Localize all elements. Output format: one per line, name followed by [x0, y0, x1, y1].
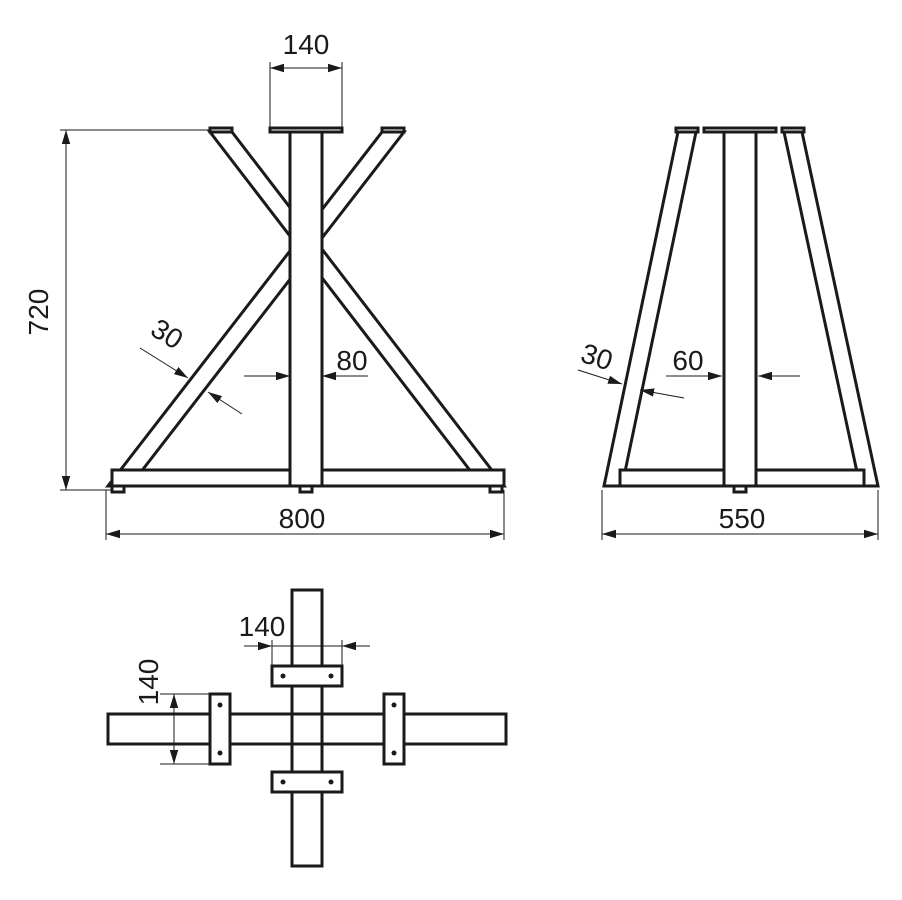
- plan-bracket-top: [270, 664, 344, 688]
- front-view: 140 720 30 80 800: [23, 29, 508, 540]
- plan-bracket-right-hole-bottom: [391, 750, 397, 756]
- plan-bracket-left-hole-top: [217, 702, 223, 708]
- side-foot-center: [732, 484, 748, 494]
- plan-bracket-right-hole-top: [391, 702, 397, 708]
- front-foot-left: [110, 484, 126, 494]
- dim-front-base-length: 800: [279, 503, 326, 534]
- plan-view: 140 140: [106, 588, 508, 868]
- front-top-plate: [268, 126, 344, 134]
- dim-side-diagonal: 30: [577, 337, 616, 376]
- side-right-leg: [782, 130, 880, 488]
- plan-horizontal-bar: [106, 712, 508, 746]
- front-left-top-cap: [208, 126, 234, 134]
- plan-bracket-left-hole-bottom: [217, 750, 223, 756]
- plan-bracket-right: [382, 692, 406, 766]
- plan-bracket-bottom-hole-right: [328, 779, 334, 785]
- side-right-top-cap: [780, 126, 806, 134]
- plan-bracket-top-hole-left: [280, 673, 286, 679]
- side-top-plate: [702, 126, 778, 134]
- side-left-leg: [602, 130, 698, 488]
- dim-top-plate-width: 140: [283, 29, 330, 60]
- plan-bracket-bottom: [270, 770, 344, 794]
- plan-bracket-left: [208, 692, 232, 766]
- dim-height: 720: [23, 289, 54, 336]
- side-view: 30 60 550: [577, 126, 880, 540]
- front-right-top-cap: [380, 126, 406, 134]
- dim-plan-bracket-height: 140: [133, 659, 164, 706]
- dim-side-base-length: 550: [719, 503, 766, 534]
- plan-bracket-top-hole-right: [328, 673, 334, 679]
- front-foot-right: [488, 484, 504, 494]
- dim-side-post-width: 60: [672, 345, 703, 376]
- dim-front-diagonal: 30: [146, 313, 189, 356]
- dim-plan-bracket-width: 140: [239, 611, 286, 642]
- side-center-post: [722, 130, 758, 488]
- side-left-top-cap: [674, 126, 700, 134]
- plan-bracket-bottom-hole-left: [280, 779, 286, 785]
- dim-post-width: 80: [336, 345, 367, 376]
- front-foot-center: [298, 484, 314, 494]
- front-center-post: [288, 130, 324, 488]
